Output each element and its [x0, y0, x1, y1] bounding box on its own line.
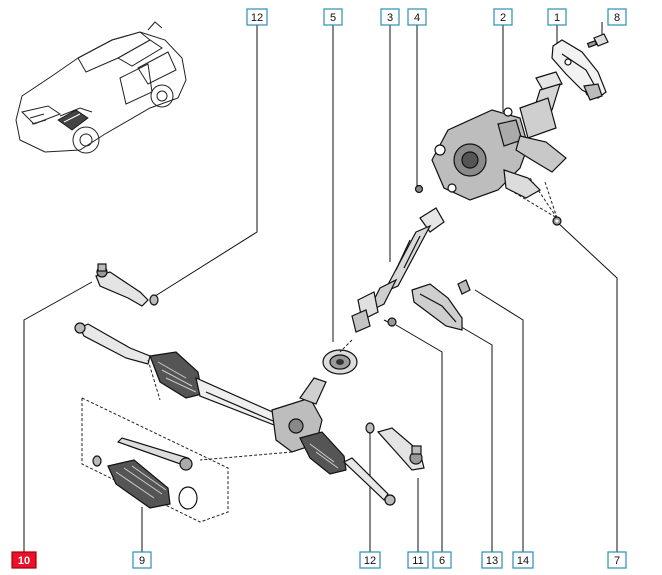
part-bolt-8 — [586, 33, 609, 49]
callout-12-top: 12 — [246, 8, 268, 26]
part-steering-rack — [74, 322, 396, 506]
part-nut-12-lower — [365, 422, 375, 434]
svg-text:8: 8 — [614, 12, 620, 24]
callout-10: 10 — [11, 551, 37, 569]
part-boot-kit — [81, 359, 293, 523]
svg-text:3: 3 — [387, 12, 393, 24]
svg-text:6: 6 — [439, 555, 445, 567]
vehicle-thumbnail — [15, 21, 187, 154]
part-intermediate-shaft — [351, 207, 445, 333]
svg-text:4: 4 — [414, 12, 420, 24]
part-clip — [457, 279, 471, 295]
callout-13: 13 — [481, 551, 503, 569]
callout-3: 3 — [380, 8, 400, 26]
part-nut-7 — [552, 216, 562, 226]
svg-text:14: 14 — [517, 555, 529, 567]
svg-text:7: 7 — [614, 555, 620, 567]
part-grommet-disc — [322, 339, 358, 375]
svg-text:12: 12 — [251, 12, 263, 24]
vehicle-highlight-steering — [57, 109, 89, 131]
callout-11: 11 — [407, 551, 429, 569]
svg-text:11: 11 — [412, 555, 423, 567]
part-heat-shield — [411, 283, 463, 331]
svg-text:13: 13 — [486, 555, 498, 567]
callout-7: 7 — [607, 551, 627, 569]
svg-text:1: 1 — [554, 12, 560, 24]
part-screw-4 — [414, 184, 424, 194]
callout-14: 14 — [512, 551, 534, 569]
callout-2: 2 — [493, 8, 513, 26]
callout-5: 5 — [323, 8, 343, 26]
callout-4: 4 — [407, 8, 427, 26]
part-tie-rod-end-left — [95, 263, 149, 307]
part-bolt-6 — [383, 317, 397, 327]
svg-text:12: 12 — [364, 555, 376, 567]
part-mounting-bracket — [551, 39, 607, 101]
callout-8: 8 — [607, 8, 627, 26]
callout-12-bottom: 12 — [359, 551, 381, 569]
svg-text:2: 2 — [500, 12, 506, 24]
svg-text:10: 10 — [18, 555, 30, 567]
svg-text:5: 5 — [330, 12, 336, 24]
part-tie-rod-end-right — [376, 427, 425, 471]
part-steering-column — [431, 71, 567, 201]
callout-6: 6 — [432, 551, 452, 569]
callout-9: 9 — [132, 551, 152, 569]
part-nut-12-upper — [149, 294, 159, 306]
svg-text:9: 9 — [139, 555, 145, 567]
callout-1: 1 — [547, 8, 567, 26]
